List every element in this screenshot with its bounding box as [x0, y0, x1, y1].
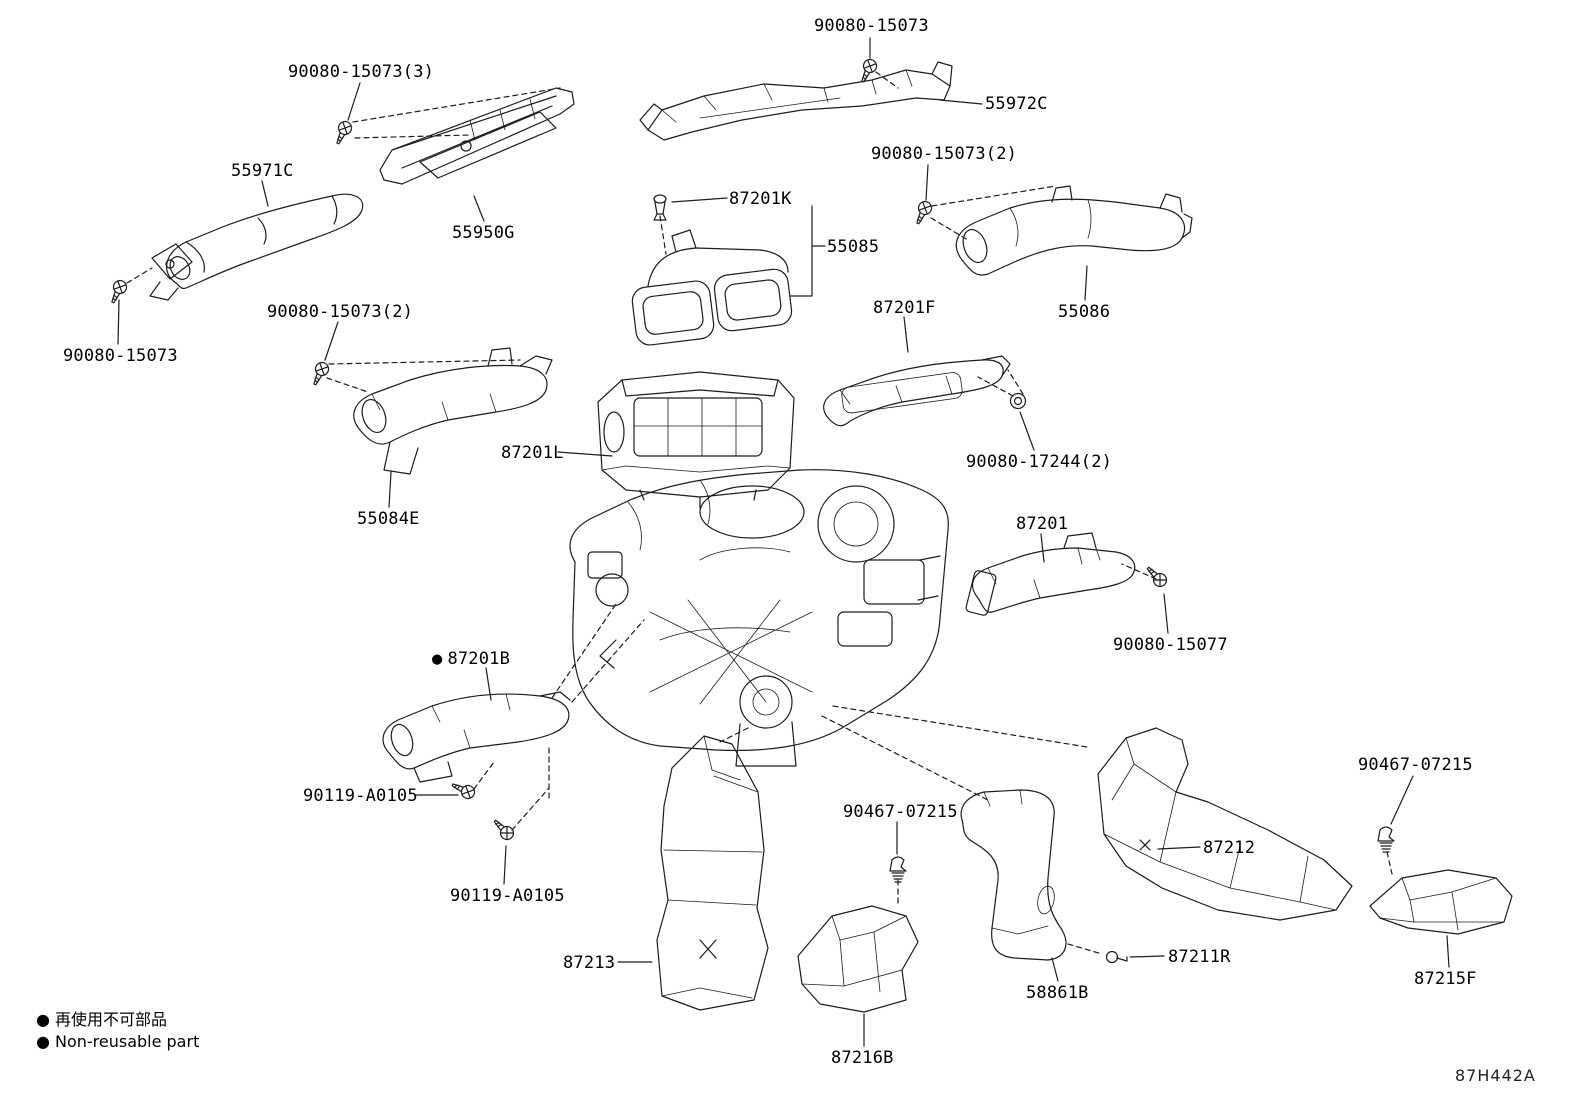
legend-en-text: Non-reusable part: [54, 1032, 200, 1051]
part-label-90080-15073-left: 90080-15073: [63, 346, 178, 366]
screw-icon: [331, 118, 355, 147]
part-label-55084E: 55084E: [357, 509, 420, 529]
part-label-87211R: 87211R: [1168, 947, 1231, 967]
part-heater-unit-drawing: [569, 469, 949, 767]
legend-non-reusable-jp: ●再使用不可部品: [36, 1006, 167, 1030]
part-label-55971C: 55971C: [231, 161, 294, 181]
part-87201-drawing: [965, 532, 1136, 616]
part-58861B-drawing: [960, 789, 1067, 961]
part-label-87201: 87201: [1016, 514, 1069, 534]
screw-icon: [1142, 562, 1170, 590]
part-87201F-drawing: [823, 355, 1011, 427]
dashed-alignment-lines: [126, 71, 1393, 955]
part-label-90080-15073-2r: 90080-15073(2): [871, 144, 1018, 164]
part-55084E-drawing: [353, 347, 553, 475]
part-label-90080-15073-top: 90080-15073: [814, 16, 929, 36]
legend-non-reusable-en: ●Non-reusable part: [36, 1032, 199, 1051]
part-87215F-drawing: [1369, 869, 1513, 935]
part-87201K-drawing: [653, 194, 667, 221]
legend-jp-text: 再使用不可部品: [54, 1010, 167, 1029]
part-87212-drawing: [1097, 727, 1353, 921]
legend-bullet-icon: ●: [36, 1010, 50, 1029]
part-label-90467-07215-c: 90467-07215: [843, 802, 958, 822]
part-label-87212: 87212: [1203, 838, 1256, 858]
screw-icon: [106, 277, 130, 306]
part-55971C-drawing: [149, 193, 364, 301]
part-label-55950G: 55950G: [452, 223, 515, 243]
clip-icon: [1377, 826, 1395, 853]
ball-stud-icon: [1105, 950, 1128, 964]
part-87201L-drawing: [597, 371, 795, 509]
part-label-58861B: 58861B: [1026, 983, 1089, 1003]
part-label-90080-15073-3: 90080-15073(3): [288, 62, 435, 82]
part-label-87201B: ●87201B: [432, 649, 510, 669]
part-label-87201K: 87201K: [729, 189, 792, 209]
part-label-87216B: 87216B: [831, 1048, 894, 1068]
part-55086-drawing: [955, 185, 1193, 276]
part-label-55085: 55085: [827, 237, 880, 257]
part-87213-drawing: [656, 735, 769, 1011]
part-87216B-drawing: [797, 905, 919, 1013]
part-label-text: 87201B: [447, 649, 511, 669]
part-label-87201L: 87201L: [501, 443, 564, 463]
legend-bullet-icon: ●: [36, 1032, 50, 1051]
part-label-90080-17244-2: 90080-17244(2): [966, 452, 1113, 472]
part-55972C-drawing: [639, 61, 953, 141]
clip-icon: [889, 856, 907, 883]
part-label-55972C: 55972C: [985, 94, 1048, 114]
part-label-90080-15073-2l: 90080-15073(2): [267, 302, 414, 322]
part-label-55086: 55086: [1058, 302, 1111, 322]
part-55950G-drawing: [379, 87, 575, 185]
part-label-87213: 87213: [563, 953, 616, 973]
part-87201B-drawing: [382, 691, 571, 783]
screw-icon: [911, 198, 935, 227]
figure-code: 87H442A: [1455, 1066, 1536, 1085]
screw-icon: [308, 359, 332, 388]
part-55085-drawing: [631, 229, 793, 346]
leader-lines: [117, 37, 1450, 1047]
part-label-90119-A0105-2: 90119-A0105: [450, 886, 565, 906]
part-label-90119-A0105-1: 90119-A0105: [303, 786, 418, 806]
non-reusable-bullet: ●: [432, 649, 443, 669]
part-label-87201F: 87201F: [873, 298, 936, 318]
part-label-90467-07215-r: 90467-07215: [1358, 755, 1473, 775]
part-label-90080-15077: 90080-15077: [1113, 635, 1228, 655]
part-label-87215F: 87215F: [1414, 969, 1477, 989]
screw-icon: [449, 778, 478, 802]
